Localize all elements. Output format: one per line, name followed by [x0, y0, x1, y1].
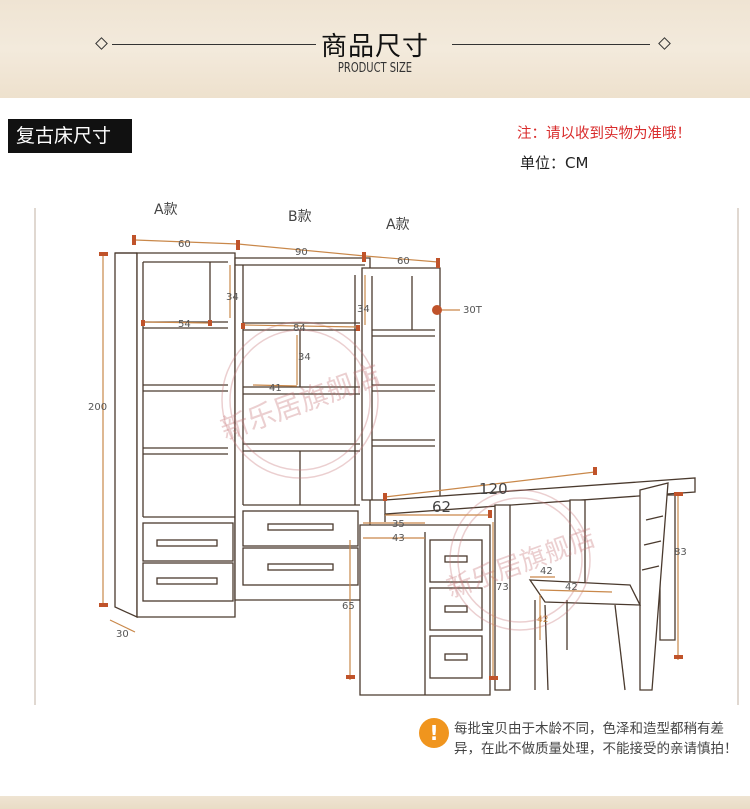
dim-w60-left: 60	[178, 239, 191, 250]
dim-c42a: 42	[540, 566, 553, 577]
furniture-drawing: 新乐居旗舰店 新乐居旗舰店	[34, 202, 739, 705]
dim-h83: 83	[674, 547, 687, 558]
dim-d30: 30	[116, 629, 129, 640]
section-tag: 复古床尺寸	[8, 119, 132, 153]
label-a-right: A款	[386, 217, 410, 233]
header-rule-right	[452, 44, 650, 45]
dim-h65: 65	[342, 601, 355, 612]
header-rule-left	[112, 44, 316, 45]
dim-c42b: 42	[565, 582, 578, 593]
footer-band	[0, 796, 750, 809]
dim-h73: 73	[496, 582, 509, 593]
note-text: 注：请以收到实物为准哦！	[517, 126, 691, 142]
notice-text: 每批宝贝由于木龄不同，色泽和造型都稍有差异，在此不做质量处理，不能接受的亲请慎拍…	[454, 721, 738, 757]
label-b-mid: B款	[288, 209, 312, 225]
dim-h34-left: 34	[226, 292, 239, 303]
page-subtitle: PRODUCT SIZE	[337, 61, 413, 76]
dim-h34-right: 34	[357, 304, 370, 315]
dim-w84: 84	[293, 323, 306, 334]
unit-text: 单位：CM	[520, 154, 589, 172]
dim-desk62: 62	[432, 498, 451, 516]
dim-h34-mid: 34	[298, 352, 311, 363]
dim-w90: 90	[295, 247, 308, 258]
dim-w60-right: 60	[397, 256, 410, 267]
dim-d43: 43	[392, 533, 405, 544]
label-a-left: A款	[154, 202, 178, 218]
warning-icon: !	[419, 718, 449, 748]
dim-h200: 200	[88, 402, 107, 413]
page-title: 商品尺寸	[320, 32, 429, 62]
dim-w41: 41	[269, 383, 282, 394]
dim-desk120: 120	[479, 480, 508, 498]
dim-t30: 30T	[463, 305, 483, 316]
header-band	[0, 0, 750, 98]
dim-c42c: 42	[537, 615, 548, 625]
dim-d35: 35	[392, 519, 405, 530]
dim-w54: 54	[178, 319, 191, 330]
